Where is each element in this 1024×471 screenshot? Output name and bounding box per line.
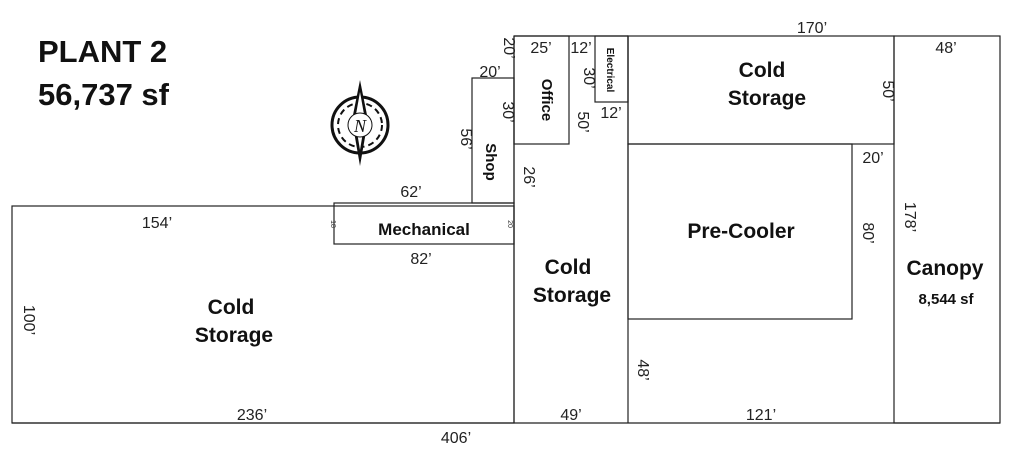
canopy-label: Canopy bbox=[906, 257, 983, 280]
dim-center-side: 26’ bbox=[520, 166, 537, 187]
mechanical-label: Mechanical bbox=[378, 220, 470, 239]
dim-west-width: 236’ bbox=[237, 407, 267, 424]
dim-electrical-width: 12’ bbox=[570, 40, 591, 57]
pre-cooler-label: Pre-Cooler bbox=[687, 220, 794, 243]
cold-storage-west-label-1: Cold bbox=[208, 296, 255, 319]
plant-area: 56,737 sf bbox=[38, 77, 170, 112]
dim-center-bottom: 49’ bbox=[560, 407, 581, 424]
shop-label: Shop bbox=[482, 143, 499, 181]
dim-canopy-height: 178’ bbox=[901, 202, 918, 232]
cold-storage-center-label-2: Storage bbox=[533, 284, 611, 307]
dim-mech-bottom: 82’ bbox=[410, 251, 431, 268]
dim-corridor: 48’ bbox=[634, 359, 651, 380]
compass-letter: N bbox=[353, 116, 367, 136]
dim-office-width: 25’ bbox=[530, 40, 551, 57]
electrical-label: Electrical bbox=[604, 48, 615, 93]
dim-electrical-height: 30’ bbox=[580, 67, 597, 88]
dim-mech-top: 62’ bbox=[400, 184, 421, 201]
dim-shop-top: 20’ bbox=[479, 64, 500, 81]
dim-mech-left: 18 bbox=[329, 220, 336, 228]
dim-north-width: 170’ bbox=[797, 20, 827, 37]
dim-precooler-bottom: 121’ bbox=[746, 407, 776, 424]
dim-shop-upper: 30’ bbox=[499, 101, 516, 122]
compass-icon: N bbox=[330, 80, 390, 166]
dim-precooler-gap: 20’ bbox=[862, 150, 883, 167]
cold-storage-north-label-1: Cold bbox=[739, 59, 786, 82]
cold-storage-center-label-1: Cold bbox=[545, 256, 592, 279]
dim-office-gap: 20’ bbox=[500, 37, 517, 58]
dim-office-height: 50’ bbox=[574, 111, 591, 132]
dim-shop-height: 56’ bbox=[457, 128, 474, 149]
dim-north-height: 50’ bbox=[879, 80, 896, 101]
dim-electrical-bottom: 12’ bbox=[600, 105, 621, 122]
cold-storage-west-label-2: Storage bbox=[195, 324, 273, 347]
canopy-area: 8,544 sf bbox=[918, 291, 974, 308]
office-label: Office bbox=[538, 79, 555, 122]
dim-precooler-height: 80’ bbox=[859, 222, 876, 243]
dim-total-width: 406’ bbox=[441, 430, 471, 447]
dim-west-top: 154’ bbox=[142, 215, 172, 232]
building-walls bbox=[11, 35, 1001, 424]
dim-mech-right: 20 bbox=[506, 220, 513, 228]
dim-west-height: 100’ bbox=[20, 305, 37, 335]
cold-storage-north-label-2: Storage bbox=[728, 87, 806, 110]
plant-title: PLANT 2 bbox=[38, 34, 167, 69]
dim-canopy-width: 48’ bbox=[935, 40, 956, 57]
